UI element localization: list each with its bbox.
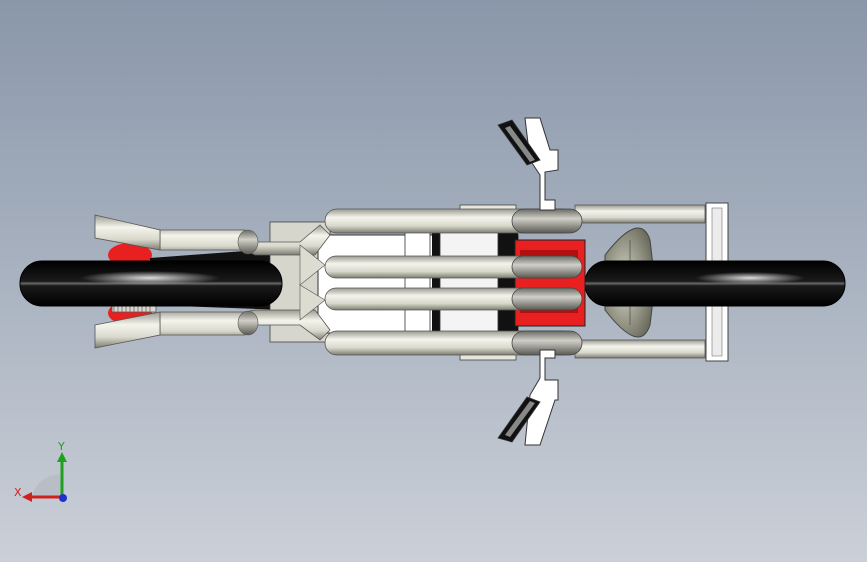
front-tire — [584, 260, 846, 307]
rear-tire — [19, 260, 283, 307]
y-axis-label: Y — [57, 440, 65, 453]
x-axis-label: X — [14, 486, 22, 499]
handlebars — [497, 117, 559, 446]
triad-plane — [32, 474, 62, 496]
z-axis-dot-icon — [59, 494, 67, 502]
exhaust-pipes — [94, 208, 583, 356]
y-axis-arrow-icon — [57, 452, 67, 462]
coordinate-triad: Y X — [14, 440, 67, 502]
fuel-tank — [514, 239, 586, 327]
x-axis-arrow-icon — [22, 492, 32, 502]
